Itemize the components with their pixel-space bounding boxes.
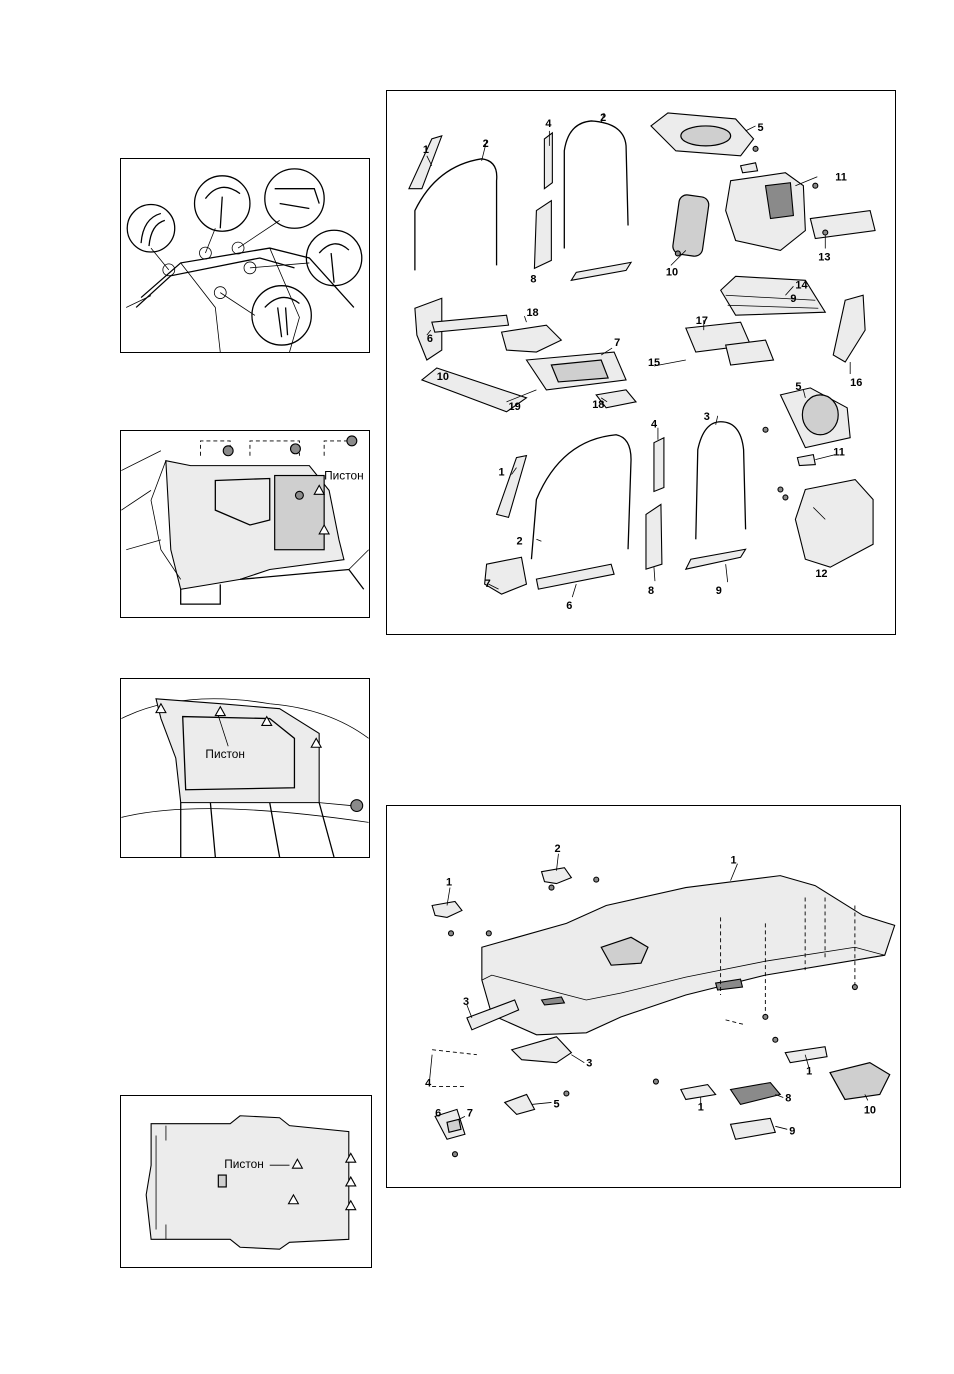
- callout-number: 2: [600, 112, 606, 124]
- callout-number: 1: [446, 877, 452, 889]
- callout-number: 3: [463, 996, 469, 1008]
- headliner-exploded-panel: 1 2 1 3 3 4 5 6 7 1 1 8 9 10: [386, 805, 901, 1188]
- callout-number: 7: [614, 337, 620, 349]
- callout-number: 15: [648, 357, 660, 369]
- callout-number: 2: [483, 138, 489, 150]
- quarter-panel-install-panel: Пистон: [120, 430, 370, 618]
- callout-number: 13: [818, 251, 830, 263]
- callout-number: 9: [716, 585, 722, 597]
- callout-number: 8: [530, 273, 536, 285]
- callout-number: 2: [554, 843, 560, 855]
- clips-detail-panel: [120, 158, 370, 353]
- quarter-panel-piston-label: Пистон: [324, 468, 364, 482]
- side-window-piston-label: Пистон: [205, 747, 245, 761]
- callout-number: 4: [425, 1078, 432, 1090]
- callout-number: 10: [437, 371, 449, 383]
- callout-number: 1: [806, 1066, 812, 1078]
- callout-number: 6: [427, 333, 433, 345]
- callout-number: 1: [499, 467, 505, 479]
- clips-detail-illustration: [121, 159, 369, 352]
- side-window-illustration: Пистон: [121, 679, 369, 857]
- callout-number: 19: [509, 401, 521, 413]
- side-window-trim-panel: Пистон: [120, 678, 370, 858]
- callout-number: 16: [850, 377, 862, 389]
- callout-number: 4: [545, 118, 552, 130]
- callout-number: 9: [790, 293, 796, 305]
- callout-number: 1: [423, 144, 429, 156]
- callout-number: 11: [833, 447, 845, 459]
- callout-number: 17: [696, 315, 708, 327]
- callout-number: 2: [516, 535, 522, 547]
- callout-number: 8: [785, 1092, 791, 1104]
- callout-number: 14: [795, 279, 808, 291]
- headliner-topview-panel: Пистон: [120, 1095, 372, 1268]
- callout-number: 10: [864, 1104, 876, 1116]
- callout-number: 11: [835, 172, 847, 184]
- callout-number: 18: [592, 399, 604, 411]
- quarter-panel-illustration: Пистон: [121, 431, 369, 617]
- callout-number: 5: [758, 122, 764, 134]
- callout-number: 12: [815, 568, 827, 580]
- callout-number: 6: [566, 600, 572, 612]
- headliner-topview-illustration: Пистон: [121, 1096, 371, 1267]
- callout-number: 10: [666, 266, 678, 278]
- callout-number: 5: [553, 1098, 559, 1110]
- callout-number: 3: [704, 411, 710, 423]
- callout-number: 7: [467, 1107, 473, 1119]
- callout-number: 7: [485, 578, 491, 590]
- callout-number: 5: [795, 381, 801, 393]
- callout-number: 18: [526, 307, 538, 319]
- callout-number: 3: [586, 1058, 592, 1070]
- callout-number: 8: [648, 585, 654, 597]
- callout-number: 9: [789, 1125, 795, 1137]
- headliner-exploded-illustration: 1 2 1 3 3 4 5 6 7 1 1 8 9 10: [387, 806, 900, 1187]
- callout-number: 4: [651, 419, 658, 431]
- callout-number: 1: [698, 1101, 704, 1113]
- headliner-piston-label: Пистон: [224, 1157, 264, 1171]
- callout-number: 6: [435, 1107, 441, 1119]
- callout-number: 1: [731, 855, 737, 867]
